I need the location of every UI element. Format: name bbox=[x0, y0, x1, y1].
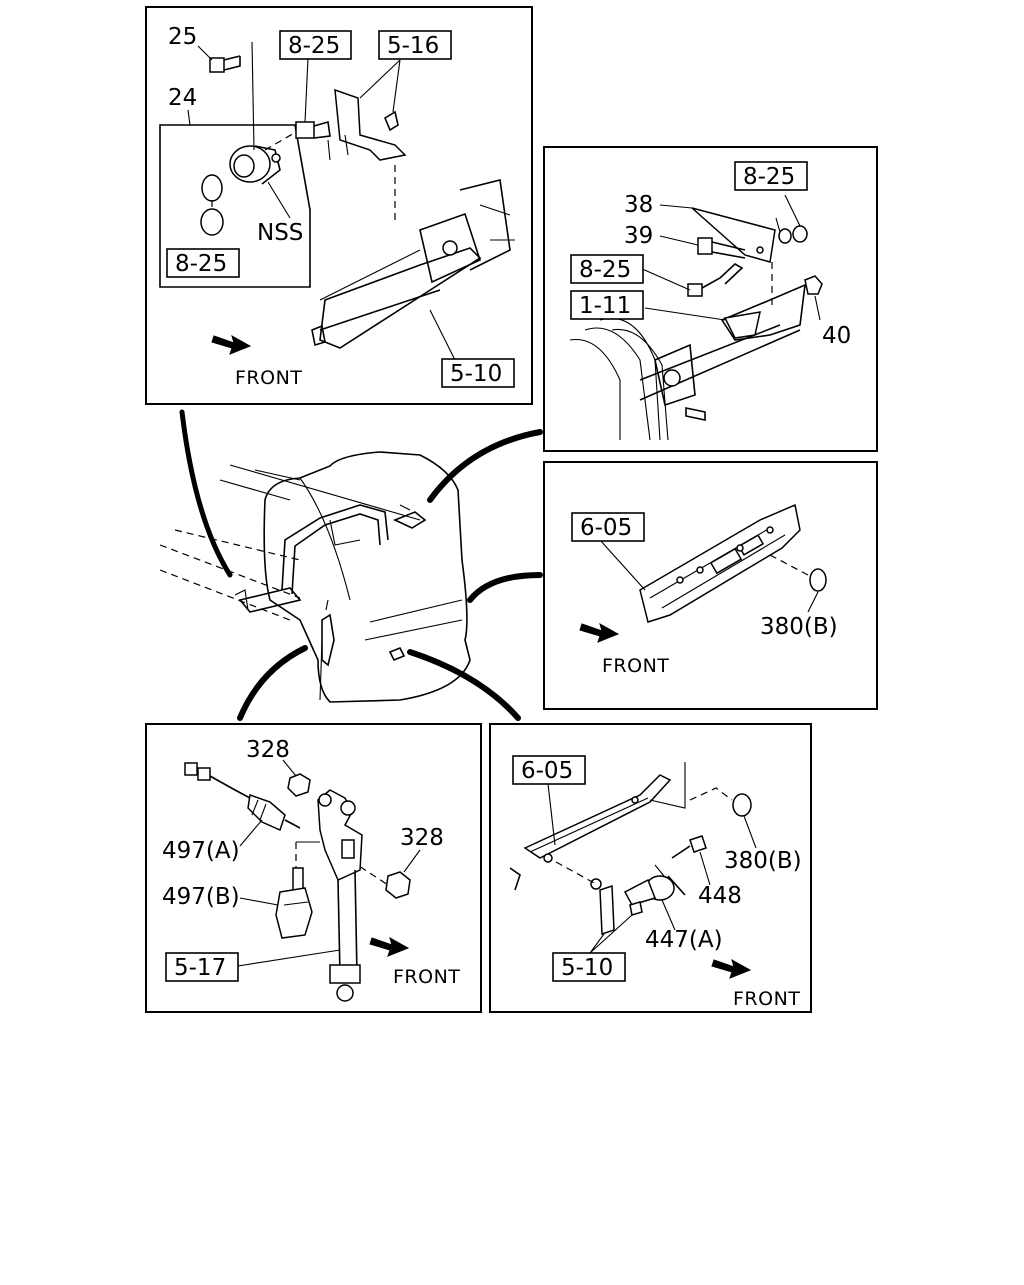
ref-box bbox=[441, 358, 515, 388]
callout-497b: 497(B) bbox=[162, 884, 240, 910]
ref-label: 8-25 bbox=[743, 164, 795, 190]
panel-frame bbox=[145, 6, 533, 405]
front-label: FRONT bbox=[235, 367, 302, 389]
panel-middle-right bbox=[543, 461, 878, 710]
sensor-icon bbox=[247, 793, 301, 832]
connector-icon bbox=[184, 762, 251, 799]
callout-25: 25 bbox=[168, 24, 197, 50]
ref-label: 5-10 bbox=[561, 955, 613, 981]
ref-box bbox=[166, 248, 240, 278]
front-arrow-icon bbox=[579, 622, 620, 643]
callout-38: 38 bbox=[624, 192, 653, 218]
ref-box bbox=[512, 755, 586, 785]
ref-label: 1-11 bbox=[579, 293, 631, 319]
nut-icon bbox=[385, 871, 411, 899]
panel-top-left bbox=[145, 6, 533, 405]
bracket-icon bbox=[327, 88, 407, 161]
nut-icon bbox=[804, 275, 823, 295]
front-arrow-icon bbox=[211, 334, 252, 355]
plug-icon bbox=[809, 568, 827, 592]
front-arrow-icon bbox=[369, 936, 410, 957]
ref-label: 5-17 bbox=[174, 955, 226, 981]
callout-380b: 380(B) bbox=[724, 848, 802, 874]
pedal-bracket-icon bbox=[317, 789, 363, 1002]
switch-icon bbox=[229, 145, 281, 185]
switch-icon bbox=[623, 864, 686, 906]
ref-box bbox=[570, 254, 644, 284]
ref-box bbox=[552, 952, 626, 982]
front-label: FRONT bbox=[733, 988, 800, 1010]
cap-icon bbox=[200, 174, 224, 236]
ref-box bbox=[378, 30, 452, 60]
callout-497a: 497(A) bbox=[162, 838, 240, 864]
bracket-icon bbox=[599, 884, 615, 936]
nut-icon bbox=[287, 773, 311, 797]
ref-box bbox=[570, 290, 644, 320]
panel-connector-arcs bbox=[179, 409, 543, 721]
ref-label: 5-16 bbox=[387, 33, 439, 59]
vehicle-overview bbox=[159, 451, 471, 703]
plug-icon bbox=[732, 793, 752, 817]
callout-328: 328 bbox=[246, 737, 290, 763]
ref-label: 8-25 bbox=[175, 251, 227, 277]
ref-label: 6-05 bbox=[580, 515, 632, 541]
ref-box bbox=[279, 30, 352, 60]
callout-447a: 447(A) bbox=[645, 927, 723, 953]
callout-380b: 380(B) bbox=[760, 614, 838, 640]
callout-328: 328 bbox=[400, 825, 444, 851]
bolt-icon bbox=[697, 237, 746, 259]
ref-label: 6-05 bbox=[521, 758, 573, 784]
front-label: FRONT bbox=[393, 966, 460, 988]
ref-label: 8-25 bbox=[288, 33, 340, 59]
connector-icon bbox=[687, 263, 744, 297]
frame-rail-icon bbox=[311, 179, 515, 349]
front-label: FRONT bbox=[602, 655, 669, 677]
callout-24: 24 bbox=[168, 85, 197, 111]
callout-448: 448 bbox=[698, 883, 742, 909]
callout-39: 39 bbox=[624, 223, 653, 249]
switch-icon bbox=[275, 867, 313, 939]
callout-40: 40 bbox=[822, 323, 851, 349]
callout-nss: NSS bbox=[257, 220, 303, 246]
ref-label: 5-10 bbox=[450, 361, 502, 387]
ref-box bbox=[165, 952, 239, 982]
bracket-icon bbox=[691, 207, 776, 263]
ref-box bbox=[571, 512, 645, 542]
bolt-icon bbox=[209, 55, 241, 73]
nut-icon bbox=[778, 225, 808, 244]
ref-box bbox=[734, 161, 808, 191]
bolt-icon bbox=[671, 835, 707, 859]
front-arrow-icon bbox=[711, 958, 752, 979]
ref-label: 8-25 bbox=[579, 257, 631, 283]
